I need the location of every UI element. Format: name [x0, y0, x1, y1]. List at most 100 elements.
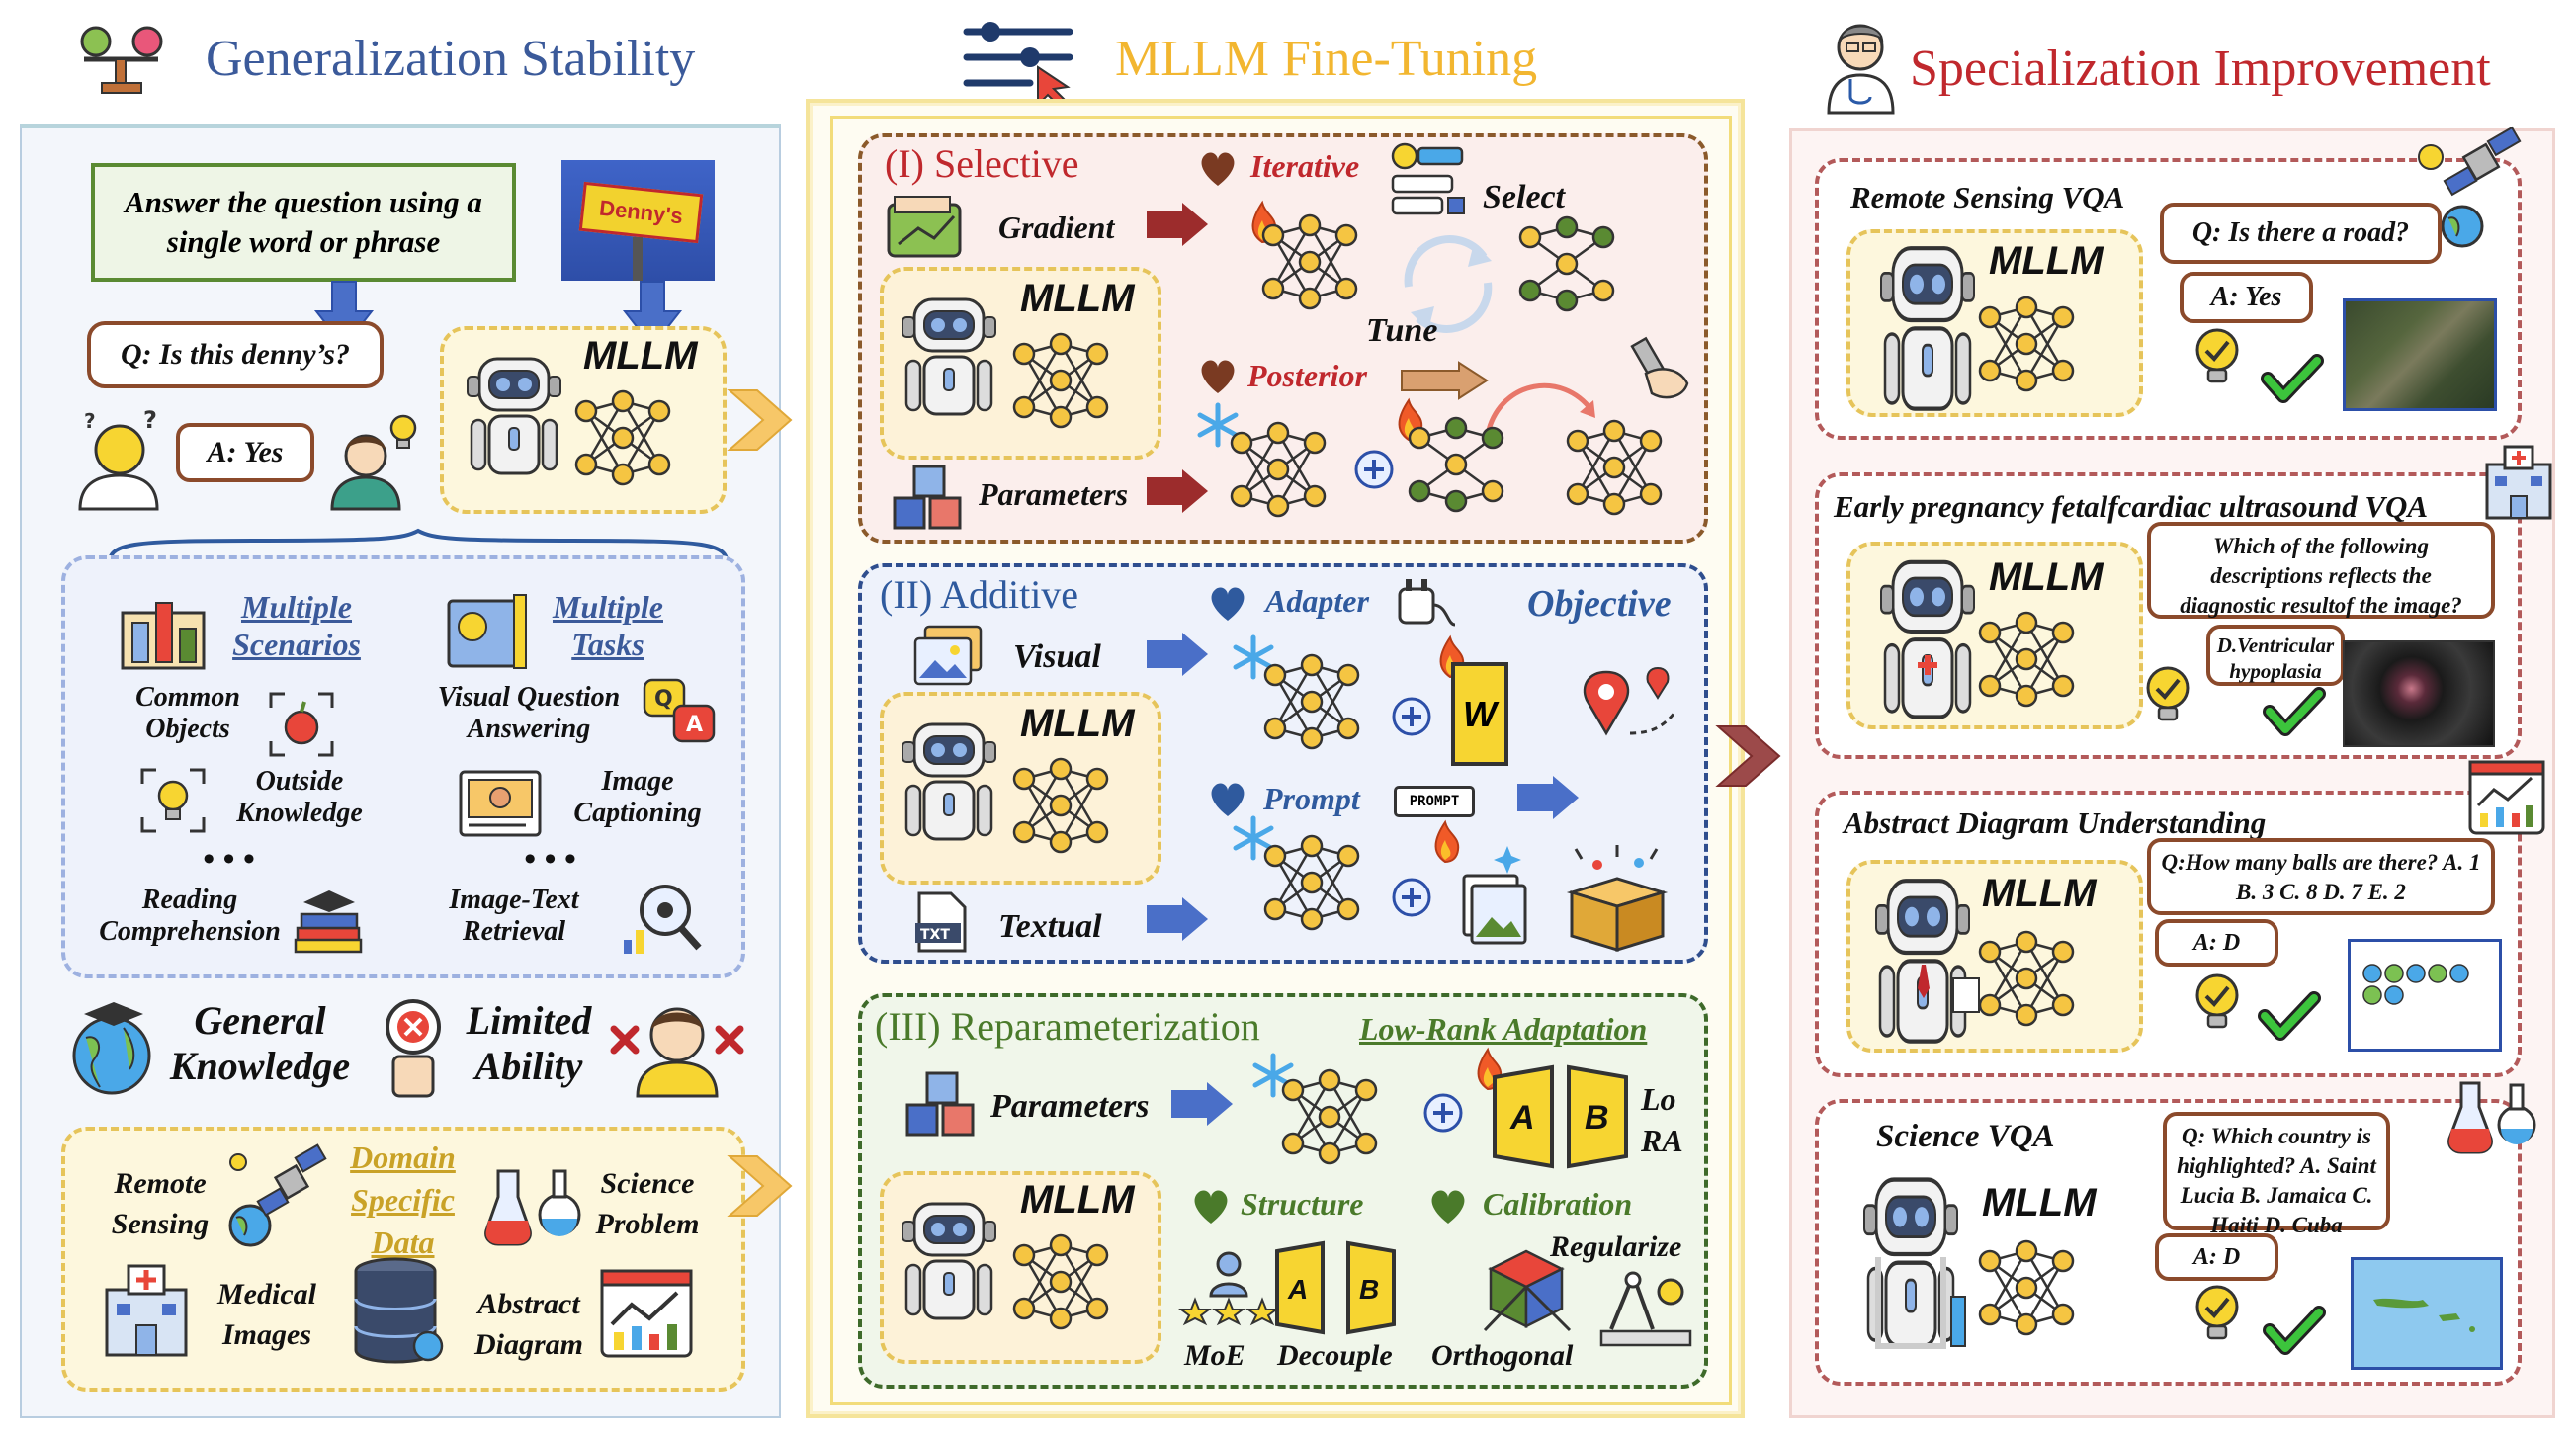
satellite-icon: [2407, 126, 2526, 257]
database-icon: [351, 1255, 450, 1374]
sparkle-image-icon: [1458, 842, 1537, 951]
moe-label: MoE: [1184, 1339, 1245, 1372]
check-icon: [2264, 1303, 2327, 1363]
orthogonal-label: Orthogonal: [1431, 1339, 1574, 1372]
arrow-to-middle: [729, 389, 799, 457]
sci-title: Science VQA: [1876, 1119, 2055, 1154]
lora-b-block: B: [1567, 1064, 1628, 1171]
med-title: Early pregnancy fetalfcardiac ultrasound…: [1834, 489, 2429, 524]
arrow-red: [1147, 469, 1216, 524]
neural-network-icon: [1978, 296, 2081, 403]
rs-question-bubble: Q: Is there a road?: [2160, 203, 2442, 264]
check-icon: [2264, 684, 2327, 744]
sign-text: Denny's: [598, 195, 684, 229]
mllm-label: MLLM: [1989, 555, 2104, 599]
rs-question-text: Q: Is there a road?: [2191, 217, 2410, 248]
instruction-text: Answer the question using a single word …: [125, 184, 482, 259]
abs-title: Abstract Diagram Understanding: [1844, 805, 2267, 840]
heart-icon: [1428, 1188, 1470, 1232]
brace-divider: [107, 528, 730, 573]
arrow-to-middle: [729, 1155, 799, 1223]
neural-network-icon: [1263, 653, 1366, 761]
lora-label: Lo RA: [1641, 1081, 1683, 1158]
compass-ruler-icon: [1599, 1270, 1693, 1354]
plus-icon: [1354, 450, 1396, 496]
prompt-tag-text: PROMPT: [1409, 794, 1460, 809]
bulb-check-icon: [2143, 664, 2194, 728]
txt-file-icon: TXT: [911, 889, 971, 959]
arrow-blue: [1147, 633, 1216, 687]
middle-header: MLLM Fine-Tuning: [1115, 31, 1538, 87]
moe-experts-icon: [1178, 1250, 1279, 1329]
mllm-label: MLLM: [1989, 239, 2104, 283]
mllm-label: MLLM: [1020, 1178, 1135, 1222]
robot-full-icon: [1873, 237, 1982, 420]
multiple-tasks-label: Multiple Tasks: [552, 589, 663, 663]
neural-network-selected-icon: [1408, 416, 1510, 524]
robot-medic-icon: [1873, 551, 1982, 734]
analytics-board-icon: [2466, 756, 2547, 842]
robot-icon: [460, 351, 568, 484]
heart-icon: [1198, 358, 1240, 402]
image-caption-icon: [457, 766, 546, 850]
dennys-photo: Denny's: [561, 160, 715, 281]
neural-network-icon: [1566, 419, 1669, 527]
lora-name-label: Low-Rank Adaptation: [1359, 1011, 1648, 1047]
middle-inner-panel: [830, 116, 1732, 1405]
tasks-board-icon: [445, 593, 534, 677]
sci-question-bubble: Q: Which country is highlighted? A. Sain…: [2163, 1112, 2390, 1237]
curved-arrow-icon: [1483, 371, 1601, 445]
plus-icon: [1392, 697, 1433, 743]
decouple-a-text: A: [1287, 1274, 1308, 1305]
thinking-person-icon: ? ?: [74, 406, 168, 514]
abs-answer-text: A: D: [2192, 930, 2241, 956]
sliders-click-icon: [961, 18, 1079, 112]
lora-b-text: B: [1585, 1099, 1609, 1137]
question-bubble: Q: Is this denny’s?: [87, 321, 384, 388]
satellite-globe-icon: [222, 1143, 331, 1255]
orthogonal-cube-icon: [1483, 1247, 1572, 1336]
apple-focus-icon: [267, 690, 336, 764]
wallet-gradient-icon: [885, 193, 969, 267]
select-menu-icon: [1389, 140, 1468, 224]
person-idea-icon: [326, 410, 425, 514]
iterative-label: Iterative: [1250, 148, 1360, 184]
decouple-a-block: A: [1275, 1240, 1325, 1337]
rs-answer-text: A: Yes: [2210, 282, 2282, 312]
science-flasks-icon: [2447, 1065, 2538, 1164]
left-header: Generalization Stability: [206, 31, 696, 87]
robot-scientist-icon: [1856, 1168, 1985, 1371]
ellipsis: • • •: [203, 841, 255, 878]
gift-box-icon: [1562, 845, 1675, 959]
abs-question-text: Q:How many balls are there? A. 1 B. 3 C.…: [2161, 850, 2481, 904]
heart-icon: [1208, 585, 1249, 630]
neural-network-icon: [1281, 1068, 1384, 1176]
prompt-label: Prompt: [1263, 781, 1360, 816]
cubes-parameters-icon: [898, 1069, 987, 1153]
mllm-label: MLLM: [1020, 702, 1135, 745]
check-icon: [2259, 988, 2322, 1049]
city-scene-icon: [119, 593, 208, 677]
rs-satellite-image: [2343, 298, 2497, 411]
analytics-board-icon: [598, 1265, 697, 1369]
scenario-reading-comprehension: Reading Comprehension: [99, 885, 281, 948]
parameters-label: Parameters: [990, 1088, 1150, 1125]
svg-text:?: ?: [84, 409, 96, 433]
neural-network-icon: [574, 389, 677, 497]
neural-network-icon: [1230, 421, 1332, 529]
cycle-arrows-icon: [1389, 227, 1507, 341]
robot-business-icon: [1868, 870, 1987, 1057]
mllm-label: MLLM: [583, 334, 698, 378]
doctor-icon: [1819, 14, 1903, 118]
decouple-label: Decouple: [1277, 1339, 1393, 1372]
heart-icon: [1198, 150, 1240, 195]
arrow-to-right: [1715, 725, 1787, 793]
task-image-text-retrieval: Image-Text Retrieval: [449, 885, 579, 948]
right-header: Specialization Improvement: [1910, 41, 2491, 97]
calibration-label: Calibration: [1483, 1186, 1633, 1222]
instruction-box: Answer the question using a single word …: [91, 163, 516, 282]
scenario-common-objects: Common Objects: [135, 682, 240, 745]
qa-chat-icon: Q A: [643, 672, 722, 756]
sci-map-image: [2351, 1257, 2503, 1370]
abs-answer-bubble: A: D: [2155, 919, 2278, 967]
